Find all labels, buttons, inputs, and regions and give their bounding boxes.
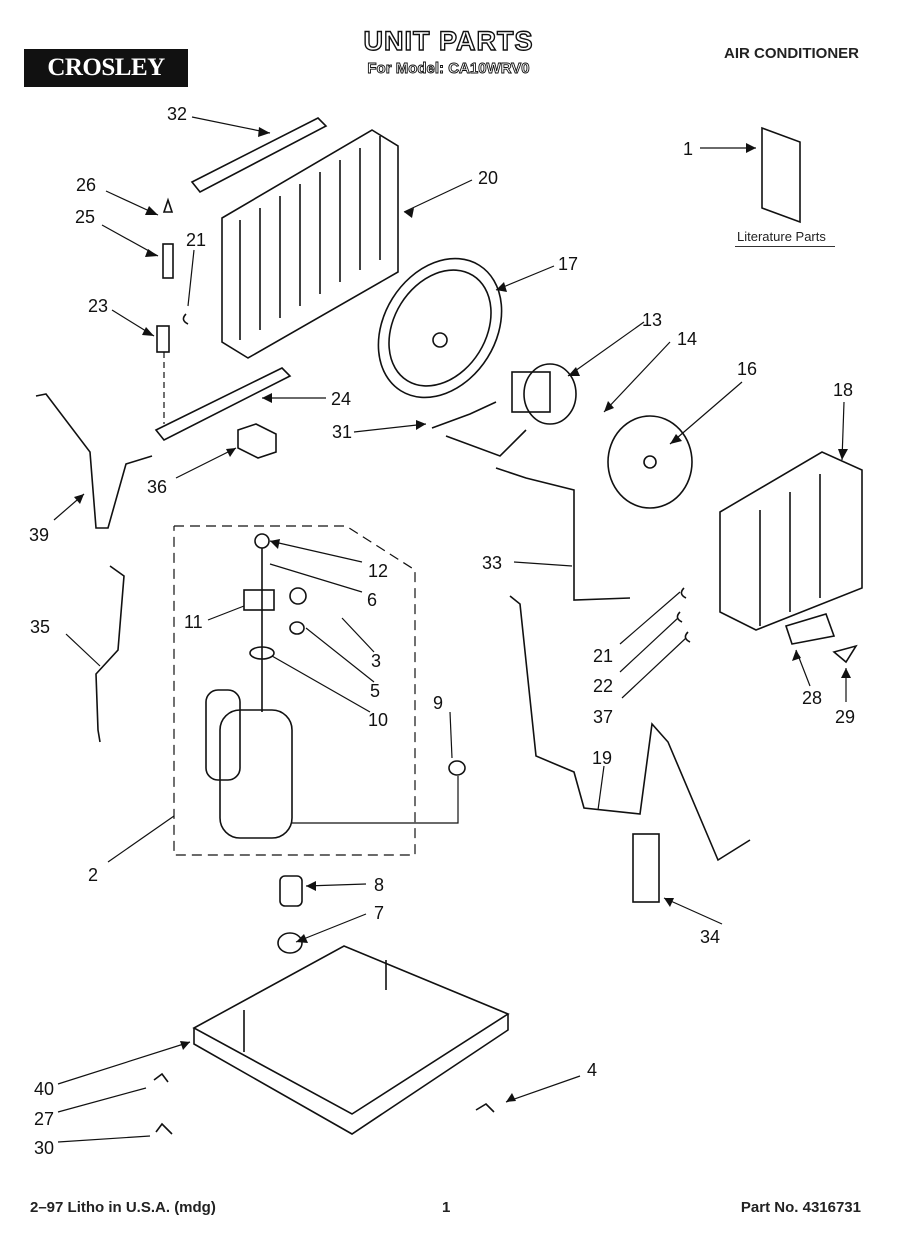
thermostat-parts-illustration [156, 197, 174, 424]
callout-label: 8 [374, 875, 384, 895]
page-number: 1 [442, 1199, 451, 1216]
callout-label: 7 [374, 903, 384, 923]
brand-logo: CROSLEY [24, 49, 188, 87]
callout-label: 21 [593, 646, 613, 666]
callout-label: 21 [186, 230, 206, 250]
literature-label-underline [735, 246, 835, 247]
literature-booklet-illustration [761, 126, 801, 224]
callout-label: 28 [802, 688, 822, 708]
control-knob-illustration [784, 613, 858, 664]
evaporator-coil-illustration [719, 451, 863, 631]
callout-label: 16 [737, 359, 757, 379]
clip-parts-illustration [153, 313, 691, 1135]
callout-label: 31 [332, 422, 352, 442]
drain-tube-illustration [35, 393, 153, 529]
callout-label: 33 [482, 553, 502, 573]
callout-label: 14 [677, 329, 697, 349]
product-type: AIR CONDITIONER [724, 45, 859, 62]
callout-label: 18 [833, 380, 853, 400]
capillary-tube-illustration [509, 595, 751, 862]
callout-label: 13 [642, 310, 662, 330]
suction-tube-illustration [495, 467, 631, 601]
callout-label: 26 [76, 175, 96, 195]
seal-strip-illustration [190, 117, 328, 194]
callout-label: 40 [34, 1079, 54, 1099]
compressor-mount-illustration [277, 875, 303, 954]
callout-label: 19 [592, 748, 612, 768]
page-title: UNIT PARTS [363, 25, 534, 56]
callout-label: 36 [147, 477, 167, 497]
callout-label: 27 [34, 1109, 54, 1129]
callout-label: 4 [587, 1060, 597, 1080]
callout-label: 3 [371, 651, 381, 671]
foam-block-illustration [237, 423, 277, 459]
callout-label: 30 [34, 1138, 54, 1158]
fan-shroud-illustration [377, 257, 503, 399]
callout-numbers: 1 2 3 4 5 6 7 8 9 10 11 12 13 14 16 17 1… [29, 104, 855, 1158]
leader-arrowheads [74, 127, 851, 1102]
literature-parts-label: Literature Parts [737, 229, 826, 244]
base-pan-illustration [192, 945, 510, 1135]
condenser-coil-illustration [221, 129, 399, 359]
callout-label: 17 [558, 254, 578, 274]
callout-label: 10 [368, 710, 388, 730]
model-subtitle: For Model: CA10WRV0 [367, 60, 530, 78]
callout-label: 35 [30, 617, 50, 637]
fan-motor-illustration [511, 363, 577, 425]
callout-label: 37 [593, 707, 613, 727]
callout-label: 11 [184, 612, 203, 632]
blower-fan-illustration [607, 415, 693, 509]
callout-label: 24 [331, 389, 351, 409]
print-info: 2–97 Litho in U.S.A. (mdg) [30, 1199, 216, 1216]
callout-label: 34 [700, 927, 720, 947]
compressor-assembly-illustration [173, 525, 466, 856]
callout-label: 29 [835, 707, 855, 727]
leader-lines [53, 116, 847, 1143]
wire-harness-illustration [95, 565, 125, 743]
callout-label: 12 [368, 561, 388, 581]
air-filter-illustration [632, 833, 660, 903]
part-number: Part No. 4316731 [740, 1199, 861, 1216]
callout-label: 5 [370, 681, 380, 701]
callout-label: 23 [88, 296, 108, 316]
fan-wiring-illustration [431, 401, 527, 457]
callout-label: 20 [478, 168, 498, 188]
callout-label: 1 [683, 139, 693, 159]
callout-label: 6 [367, 590, 377, 610]
heater-bar-illustration [154, 367, 292, 442]
callout-label: 9 [433, 693, 443, 713]
callout-label: 2 [88, 865, 98, 885]
callout-label: 25 [75, 207, 95, 227]
callout-label: 22 [593, 676, 613, 696]
callout-label: 32 [167, 104, 187, 124]
callout-label: 39 [29, 525, 49, 545]
